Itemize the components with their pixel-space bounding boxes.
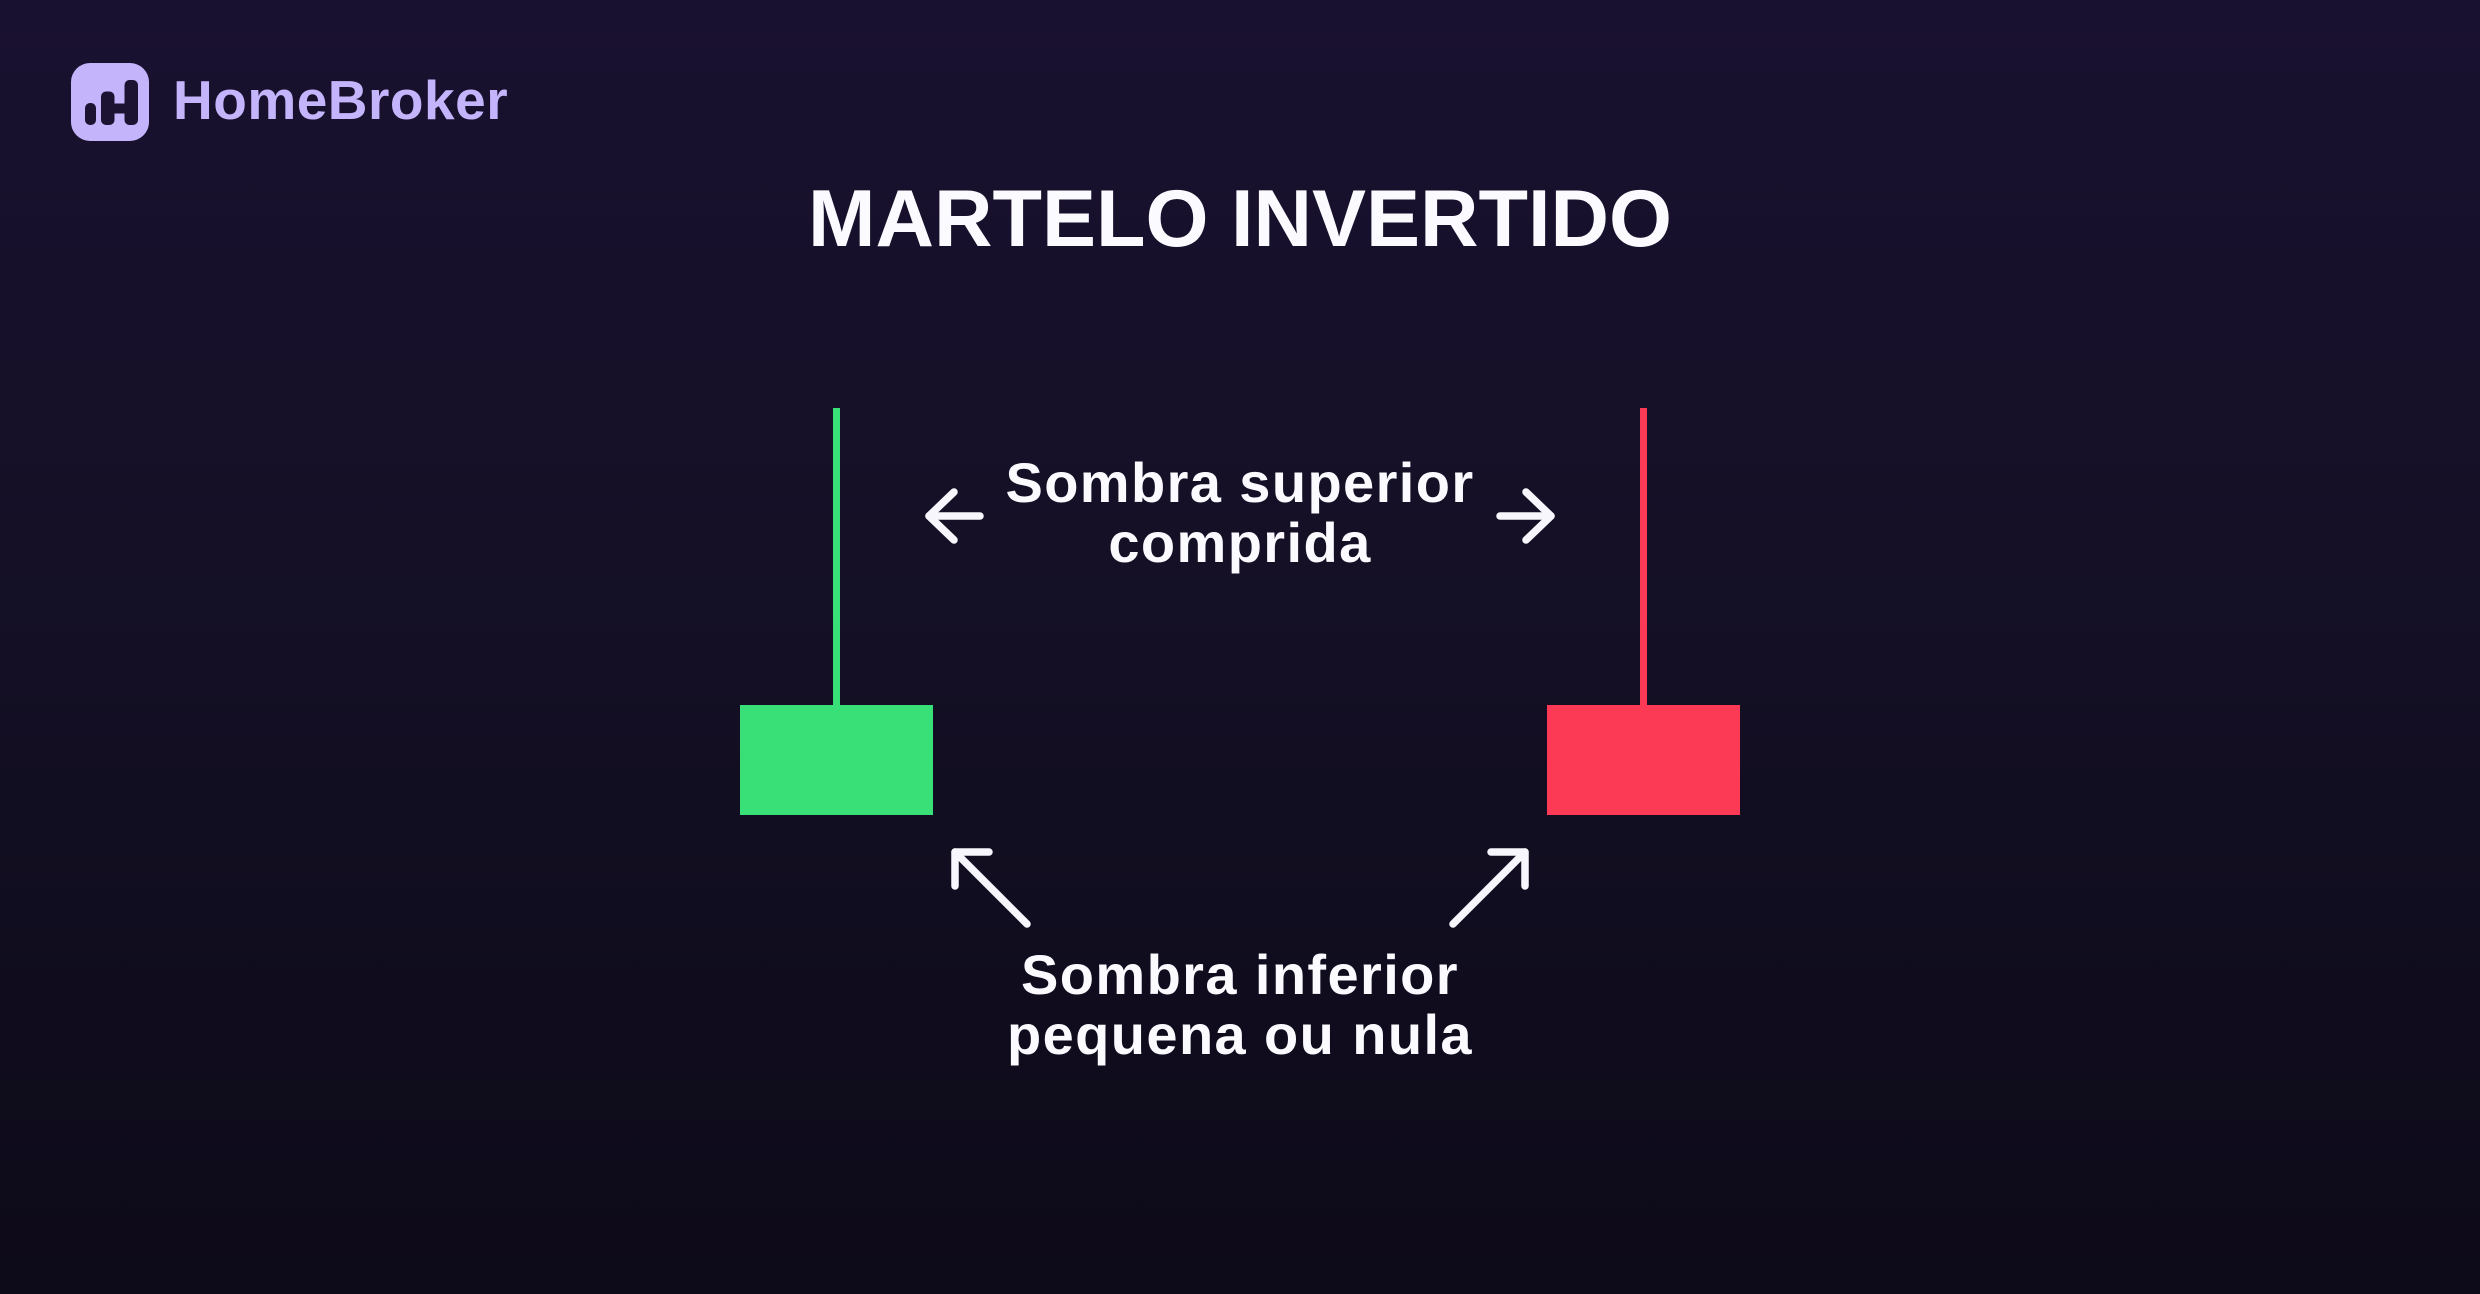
lower-shadow-label-line2: pequena ou nula — [1007, 1003, 1473, 1066]
brand-name: HomeBroker — [173, 69, 509, 131]
bullish-candle-body — [740, 705, 933, 815]
brand-logo: HomeBroker — [71, 63, 508, 141]
upper-shadow-label-line2: comprida — [1108, 511, 1372, 574]
arrow-up-left-icon — [951, 848, 1031, 928]
bearish-candle-body — [1547, 705, 1740, 815]
lower-shadow-label: Sombra inferior pequena ou nula — [790, 945, 1690, 1065]
page-title: MARTELO INVERTIDO — [808, 174, 1672, 264]
lower-shadow-label-line1: Sombra inferior — [1021, 943, 1459, 1006]
arrow-up-right-icon — [1449, 848, 1529, 928]
arrow-left-icon — [925, 488, 984, 544]
bearish-candle-wick — [1640, 408, 1647, 705]
upper-shadow-label: Sombra superior comprida — [790, 453, 1690, 573]
upper-shadow-label-line1: Sombra superior — [1005, 451, 1475, 514]
bullish-candle-wick — [833, 408, 840, 705]
bar-chart-h-icon — [71, 63, 149, 141]
arrow-right-icon — [1496, 488, 1555, 544]
